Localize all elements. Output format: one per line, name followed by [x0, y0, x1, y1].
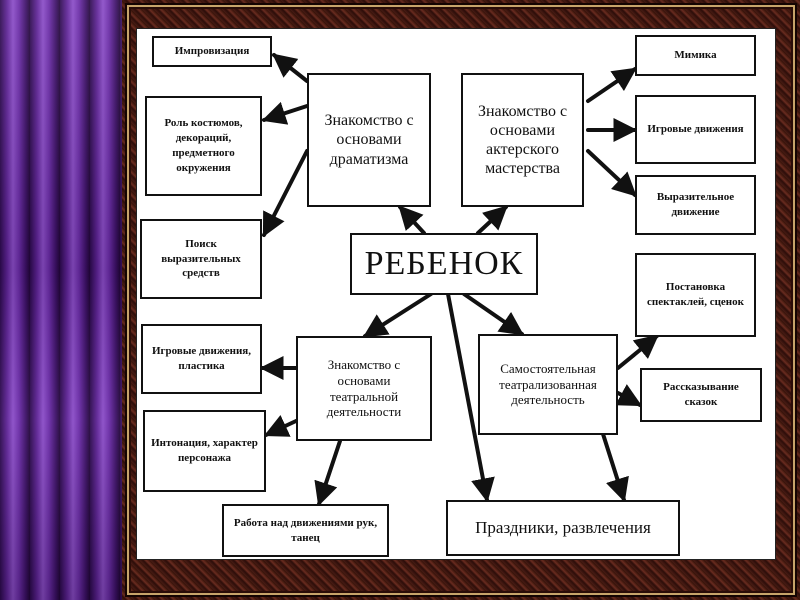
game-movements-left-box: Игровые движения, пластика	[141, 324, 262, 394]
holidays-entertainment-box: Праздники, развлечения	[446, 500, 680, 556]
improvisation-box: Импровизация	[152, 36, 272, 67]
child-center-box: РЕБЕНОК	[350, 233, 538, 295]
game-movements-right-box: Игровые движения	[635, 95, 756, 164]
theater-activity-box: Знакомство с основами театральной деятел…	[296, 336, 432, 441]
expression-search-box: Поиск выразительных средств	[140, 219, 262, 299]
acting-box: Знакомство с основами актерского мастерс…	[461, 73, 584, 207]
hand-work-dance-box: Работа над движениями рук, танец	[222, 504, 389, 557]
expressive-movement-box: Выразительное движение	[635, 175, 756, 235]
storytelling-box: Рассказывание сказок	[640, 368, 762, 422]
purple-curtain	[0, 0, 122, 600]
costumes-decorations-box: Роль костюмов, декораций, предметного ок…	[145, 96, 262, 196]
performances-box: Постановка спектаклей, сценок	[635, 253, 756, 337]
independent-activity-box: Самостоятельная театрализованная деятель…	[478, 334, 618, 435]
intonation-character-box: Интонация, характер персонажа	[143, 410, 266, 492]
mimicry-box: Мимика	[635, 35, 756, 76]
dramatism-box: Знакомство с основами драматизма	[307, 73, 431, 207]
